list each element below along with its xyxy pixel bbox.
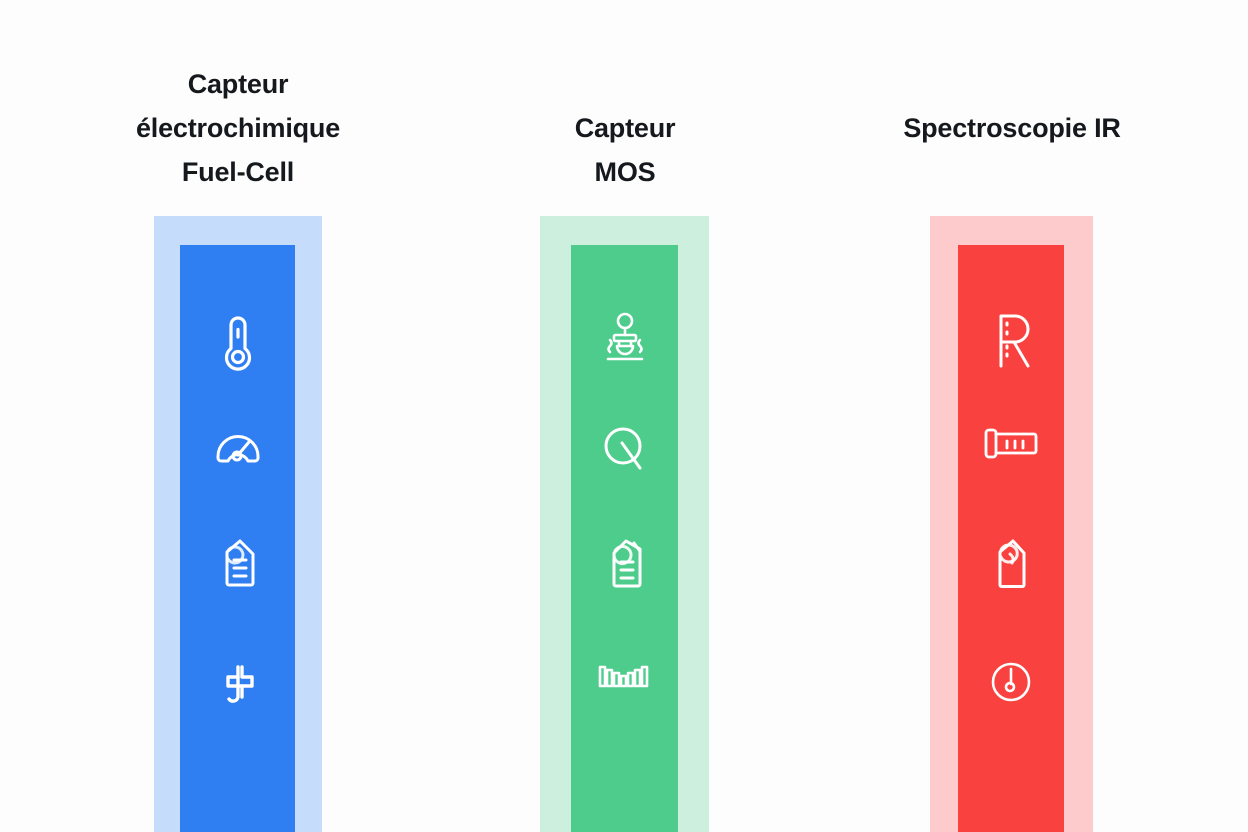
icon-slot <box>180 425 295 467</box>
column-inner-bar <box>958 245 1064 832</box>
icon-slot <box>180 660 295 706</box>
icon-slot <box>180 312 295 374</box>
magnifier-icon <box>599 425 651 477</box>
document-lines-icon <box>214 538 262 588</box>
column-capteur-electrochimique-fuel-cell: Capteur électrochimique Fuel-Cell <box>118 0 358 832</box>
dial-gauge-icon <box>989 660 1033 704</box>
column-capteur-mos: Capteur MOS <box>505 0 745 832</box>
icon-slot <box>571 538 678 590</box>
column-inner-bar <box>571 245 678 832</box>
document-tag-icon <box>986 538 1036 590</box>
column-title: Capteur électrochimique Fuel-Cell <box>135 69 341 187</box>
column-spectroscopie-ir: Spectroscopie IR <box>892 0 1132 832</box>
thermometer-icon <box>215 312 261 374</box>
letter-r-icon <box>988 312 1034 370</box>
icon-slot <box>571 660 678 692</box>
lab-apparatus-icon <box>599 312 651 368</box>
icon-slot <box>958 660 1064 704</box>
column-title: Capteur MOS <box>574 113 676 187</box>
icon-slot <box>958 312 1064 370</box>
document-lines-icon <box>600 538 650 590</box>
icon-slot <box>571 312 678 368</box>
icon-slot <box>571 425 678 477</box>
gauge-icon <box>214 425 262 467</box>
column-inner-bar <box>180 245 295 832</box>
waveform-bars-icon <box>597 660 653 692</box>
icon-slot <box>180 538 295 588</box>
icon-slot <box>958 538 1064 590</box>
column-title: Spectroscopie IR <box>903 113 1121 143</box>
icon-slot <box>958 425 1064 461</box>
plus-cross-icon <box>216 660 260 706</box>
ruler-scale-icon <box>983 425 1039 461</box>
